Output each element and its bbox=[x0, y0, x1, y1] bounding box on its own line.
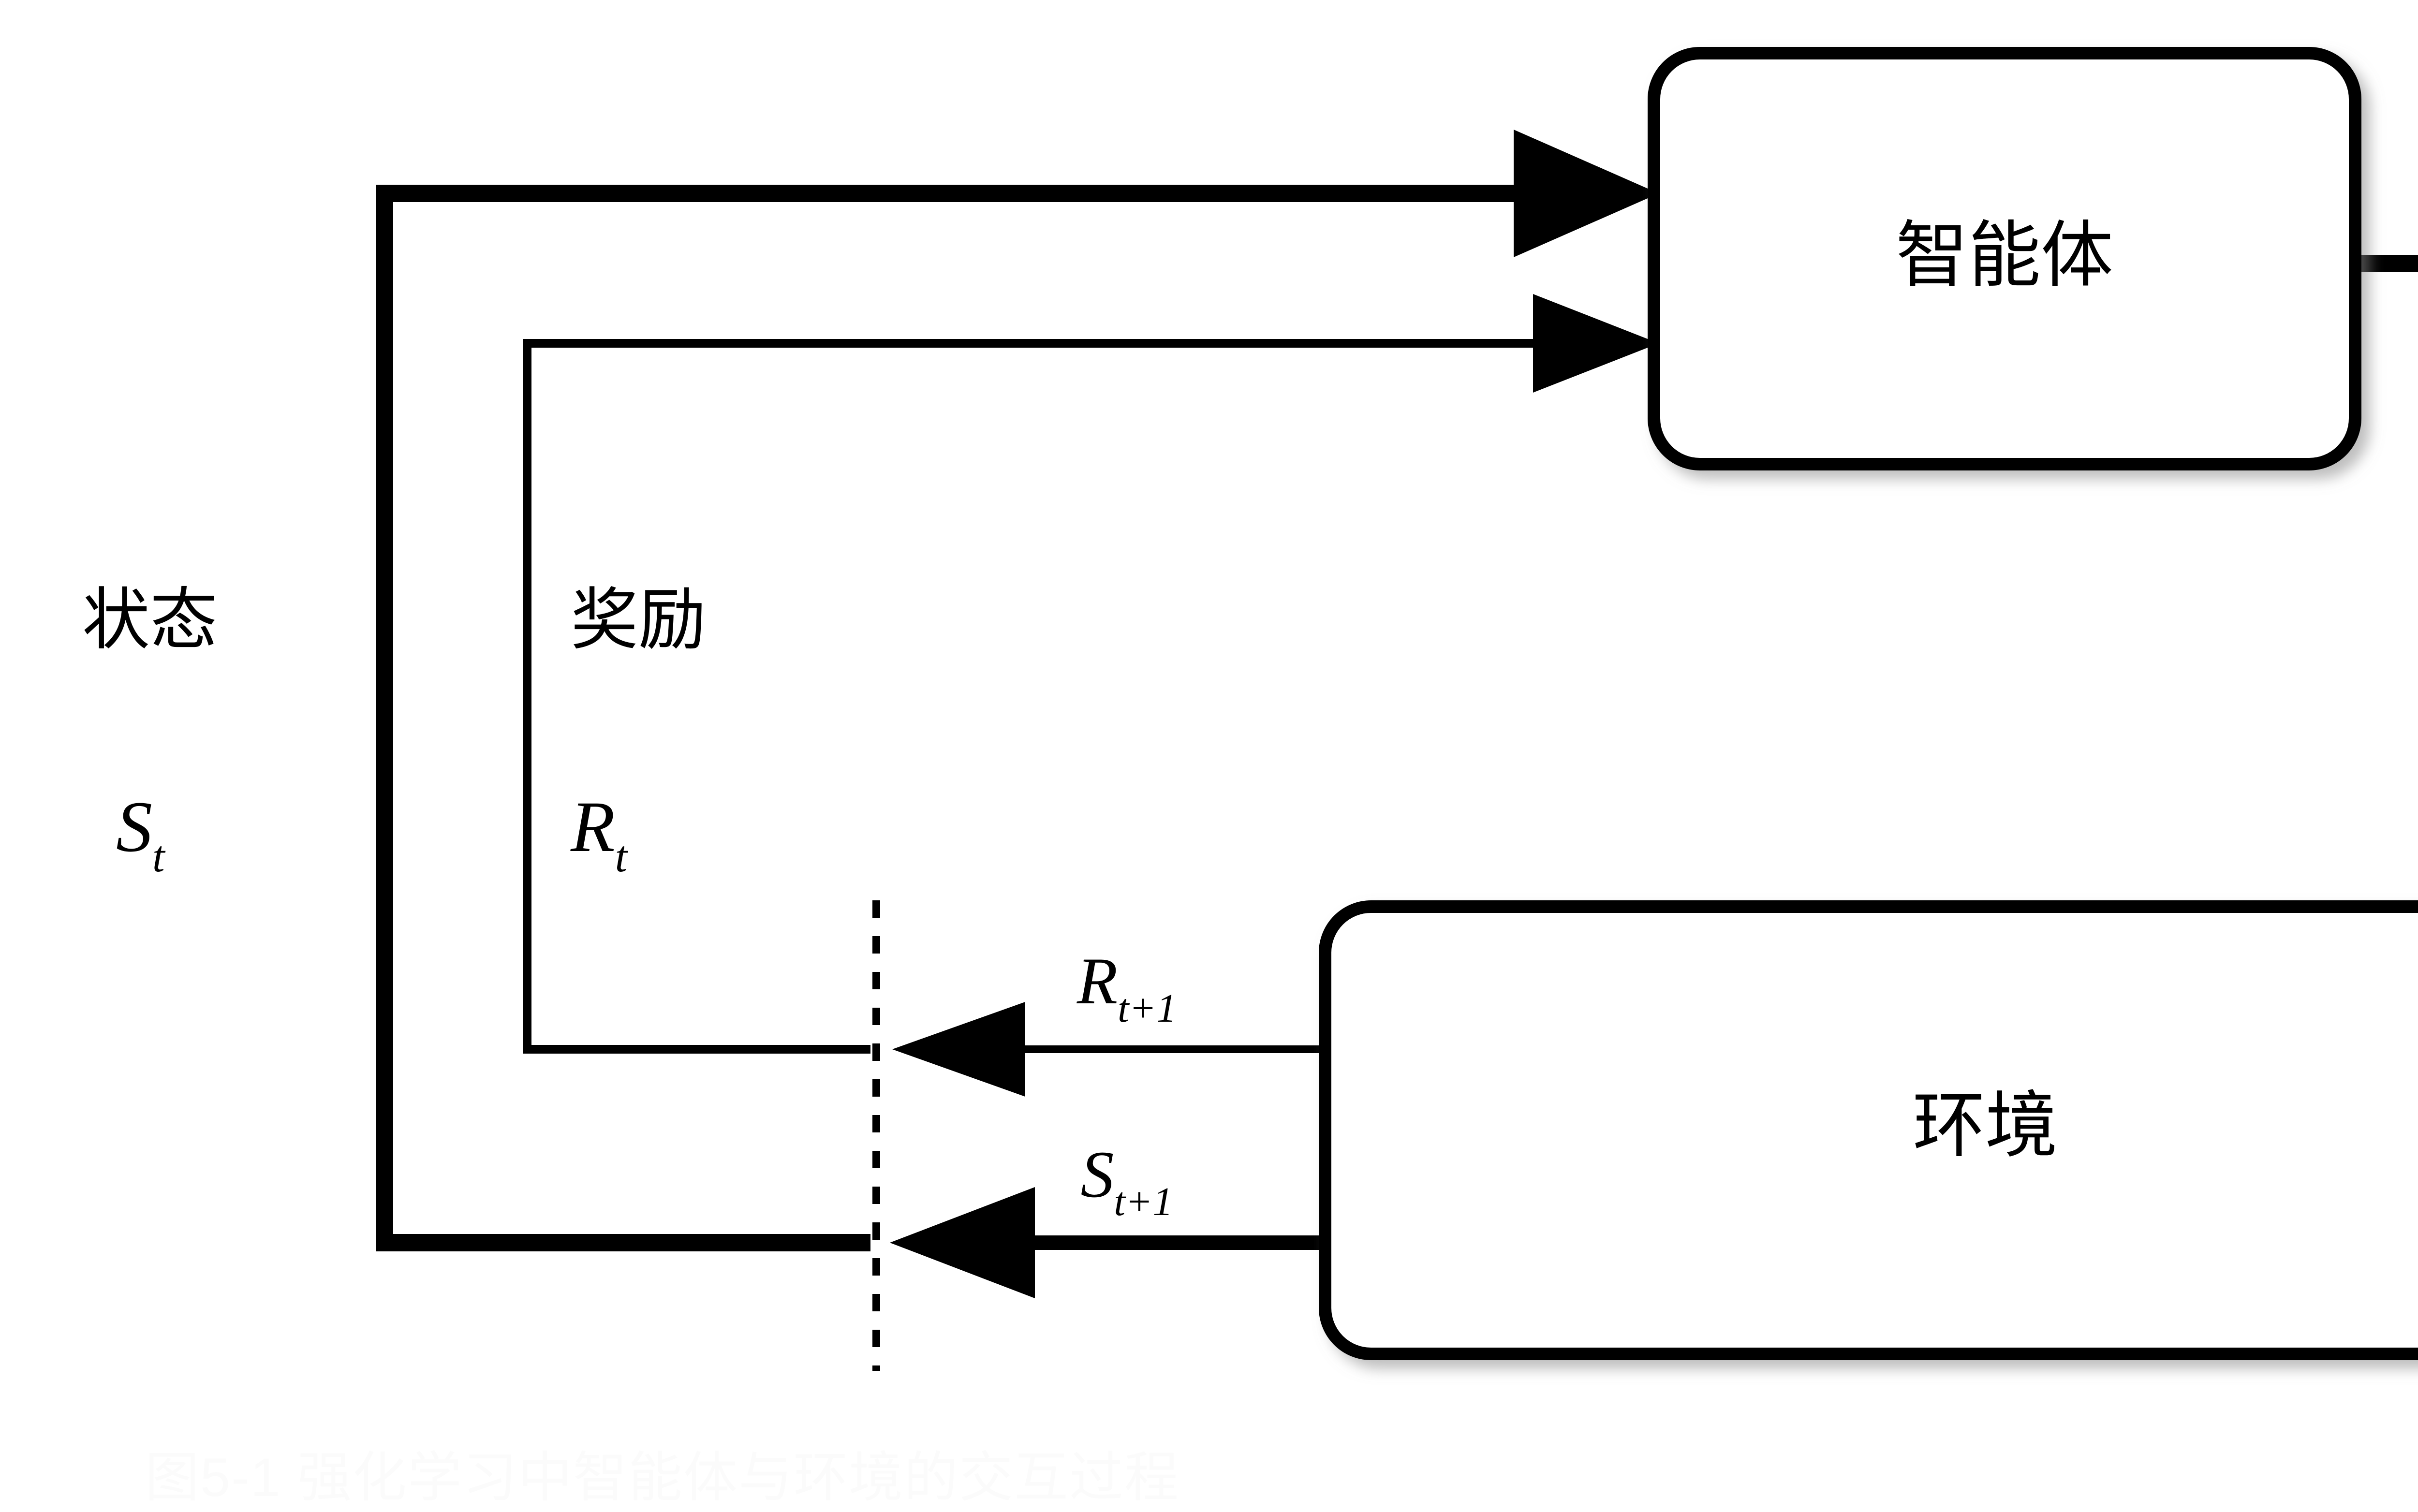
state-subscript: t bbox=[152, 832, 166, 881]
diagram-canvas: 智能体 环境 状态 St 奖励 Rt 动作 At Rt+1 St+1 bbox=[82, 47, 2418, 1371]
label-reward-next: Rt+1 bbox=[1076, 944, 1177, 1031]
reward-edge-elbow bbox=[523, 339, 1596, 1054]
rl-interaction-diagram: 智能体 环境 状态 St 奖励 Rt 动作 At Rt+1 St+1 图5-1 … bbox=[82, 47, 2418, 1371]
state-arrowhead-into-agent bbox=[1514, 130, 1659, 257]
node-environment[interactable]: 环境 bbox=[1319, 900, 2418, 1360]
reward-arrowhead-into-agent bbox=[1533, 294, 1659, 393]
environment-box[interactable] bbox=[1319, 900, 2418, 1360]
reward-next-label: Rt+1 bbox=[1076, 944, 1177, 1031]
agent-label: 智能体 bbox=[1896, 216, 2113, 296]
state-next-subscript: t+1 bbox=[1114, 1179, 1173, 1224]
state-edge-elbow bbox=[376, 185, 1586, 1251]
state-next-symbol: S bbox=[1080, 1137, 1114, 1211]
state-next-label: St+1 bbox=[1080, 1137, 1173, 1224]
state-arrowhead-left bbox=[890, 1187, 1035, 1298]
state-label-cn: 状态 bbox=[82, 583, 218, 658]
figure-caption: 图5-1 强化学习中智能体与环境的交互过程 bbox=[145, 1447, 1180, 1508]
label-state: 状态 St bbox=[82, 583, 218, 881]
reward-symbol: R bbox=[570, 787, 615, 867]
environment-label: 环境 bbox=[1913, 1086, 2058, 1166]
agent-box[interactable] bbox=[1648, 47, 2361, 470]
reward-label-cn: 奖励 bbox=[571, 583, 706, 658]
state-label-math: St bbox=[116, 787, 166, 881]
reward-next-symbol: R bbox=[1076, 944, 1118, 1018]
reward-label-math: Rt bbox=[570, 787, 629, 881]
state-symbol: S bbox=[116, 787, 152, 867]
label-state-next: St+1 bbox=[1080, 1137, 1173, 1224]
reward-next-subscript: t+1 bbox=[1118, 986, 1177, 1031]
reward-arrowhead-left bbox=[892, 1002, 1025, 1097]
node-agent[interactable]: 智能体 bbox=[1648, 47, 2361, 470]
label-reward: 奖励 Rt bbox=[570, 583, 706, 881]
reward-subscript: t bbox=[615, 832, 629, 881]
